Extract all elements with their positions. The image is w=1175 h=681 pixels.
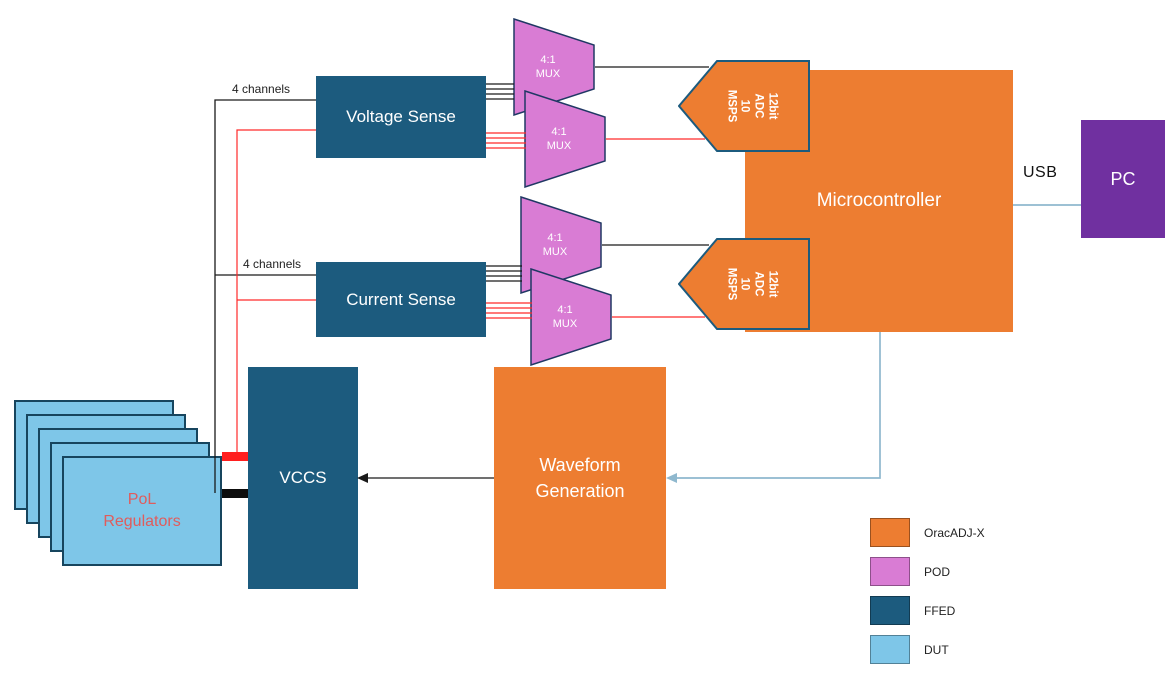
channels-label-top: 4 channels	[232, 82, 291, 96]
legend-swatch-oracadj-x	[870, 518, 910, 547]
usb-label: USB	[1023, 164, 1058, 181]
adc-label: 12bit ADC 10 MSPS	[724, 89, 779, 123]
adc-shape	[677, 238, 810, 330]
current-sense-block: Current Sense	[316, 262, 486, 337]
mux-shape	[530, 267, 612, 367]
mux-shape	[524, 89, 606, 189]
legend-item: OracADJ-X	[870, 518, 985, 547]
pc-block: PC	[1081, 120, 1165, 238]
legend-item: POD	[870, 557, 985, 586]
legend: OracADJ-X POD FFED DUT	[870, 518, 985, 674]
legend-swatch-pod	[870, 557, 910, 586]
legend-label: POD	[924, 564, 951, 579]
mux-2: 4:1 MUX	[524, 89, 606, 189]
legend-label: OracADJ-X	[924, 525, 985, 540]
legend-label: FFED	[924, 603, 956, 618]
mux-1: 4:1 MUX	[513, 17, 595, 117]
pol-regulator-card-front: PoL Regulators	[62, 456, 222, 566]
voltage-sense-block: Voltage Sense	[316, 76, 486, 158]
mux-label: 4:1 MUX	[552, 303, 578, 330]
mux-label: 4:1 MUX	[542, 231, 568, 258]
adc-1: 12bit ADC 10 MSPS	[677, 60, 810, 152]
channels-label-bottom: 4 channels	[243, 257, 302, 271]
mux-4: 4:1 MUX	[530, 267, 612, 367]
mux-label: 4:1 MUX	[546, 125, 572, 152]
waveform-generation-block: Waveform Generation	[494, 367, 666, 589]
mux-shape	[520, 195, 602, 295]
mux-label: 4:1 MUX	[535, 53, 561, 80]
pol-regulators-label: PoL Regulators	[103, 491, 181, 530]
adc-label: 12bit ADC 10 MSPS	[724, 267, 779, 301]
legend-label: DUT	[924, 642, 949, 657]
mux-3: 4:1 MUX	[520, 195, 602, 295]
legend-item: DUT	[870, 635, 985, 664]
vccs-block: VCCS	[248, 367, 358, 589]
mux-shape	[513, 17, 595, 117]
legend-swatch-ffed	[870, 596, 910, 625]
adc-2: 12bit ADC 10 MSPS	[677, 238, 810, 330]
adc-shape	[677, 60, 810, 152]
legend-swatch-dut	[870, 635, 910, 664]
legend-item: FFED	[870, 596, 985, 625]
